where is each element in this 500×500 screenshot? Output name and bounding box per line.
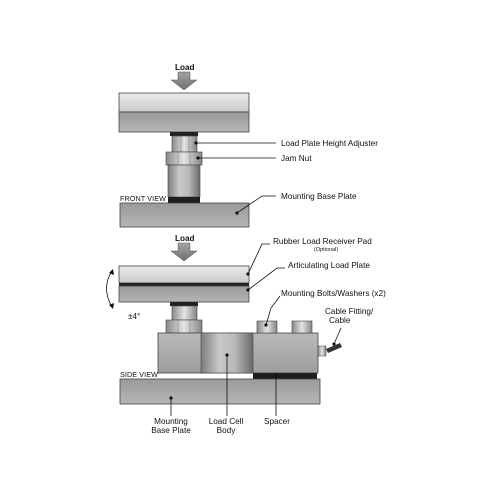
front-base-plate-label: Mounting Base Plate bbox=[281, 192, 357, 201]
tilt-angle-label: ±4° bbox=[128, 312, 140, 321]
front-load-plate bbox=[118, 92, 250, 133]
cable-fitting-label-2: Cable bbox=[329, 316, 351, 325]
side-cable-fitting bbox=[317, 343, 342, 357]
jam-nut-label: Jam Nut bbox=[281, 154, 312, 163]
rubber-pad-label: Rubber Load Receiver Pad bbox=[273, 237, 372, 246]
cable-fitting-label-1: Cable Fitting/ bbox=[325, 307, 374, 316]
side-view-label: SIDE VIEW bbox=[120, 370, 158, 379]
side-callout-mounting-bolts: Mounting Bolts/Washers (x2) bbox=[264, 289, 386, 327]
front-load-arrow-icon bbox=[170, 71, 198, 91]
side-callout-base-plate: Mounting Base Plate bbox=[151, 396, 191, 435]
side-callout-rubber-pad: Rubber Load Receiver Pad (Optional) bbox=[246, 237, 372, 276]
side-load-cell-body bbox=[157, 332, 319, 379]
side-base-plate-label-2: Base Plate bbox=[151, 426, 191, 435]
front-mounting-base-plate bbox=[119, 202, 250, 228]
side-load-arrow-icon bbox=[170, 242, 198, 262]
side-callout-spacer: Spacer bbox=[264, 374, 290, 426]
rubber-pad-note: (Optional) bbox=[314, 247, 338, 253]
load-cell-body-label-2: Body bbox=[217, 426, 237, 435]
side-base-plate-label-1: Mounting bbox=[154, 417, 188, 426]
side-callout-articulating-plate: Articulating Load Plate bbox=[246, 261, 370, 292]
front-callout-base-plate: Mounting Base Plate bbox=[235, 192, 357, 215]
front-height-adjuster bbox=[170, 132, 198, 153]
side-articulating-load-plate bbox=[118, 265, 250, 303]
side-callout-cable-fitting: Cable Fitting/ Cable bbox=[325, 307, 374, 346]
articulating-plate-label: Articulating Load Plate bbox=[288, 261, 370, 270]
side-view: Load ±4° bbox=[106, 234, 386, 435]
side-callout-load-cell-body: Load Cell Body bbox=[209, 353, 244, 435]
height-adjuster-label: Load Plate Height Adjuster bbox=[281, 139, 378, 148]
front-view-label: FRONT VIEW bbox=[120, 194, 166, 203]
mounting-bolts-label: Mounting Bolts/Washers (x2) bbox=[281, 289, 386, 298]
side-height-adjuster bbox=[165, 302, 203, 334]
front-view: Load FRONT VIEW bbox=[118, 63, 378, 228]
spacer-block bbox=[253, 373, 317, 379]
front-load-label: Load bbox=[175, 63, 195, 72]
load-cell-body-label-1: Load Cell bbox=[209, 417, 244, 426]
side-mounting-bolts bbox=[256, 320, 313, 334]
front-callout-jam-nut: Jam Nut bbox=[196, 154, 312, 163]
front-callout-height-adjuster: Load Plate Height Adjuster bbox=[194, 139, 378, 148]
side-mounting-base-plate bbox=[119, 378, 321, 405]
front-jam-nut bbox=[165, 151, 203, 166]
spacer-label: Spacer bbox=[264, 417, 290, 426]
tilt-indicator: ±4° bbox=[106, 269, 140, 321]
front-load-cell-body bbox=[167, 164, 201, 203]
side-load-label: Load bbox=[175, 234, 195, 243]
